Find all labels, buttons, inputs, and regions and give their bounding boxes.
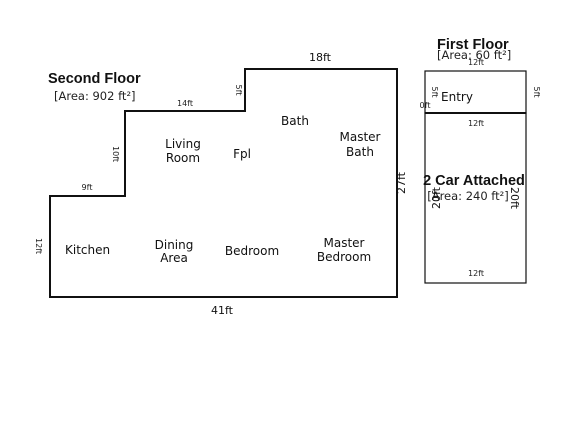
room-master-bath-line1: Master [340, 130, 381, 144]
dim-first-left-small: 5ft [430, 87, 439, 98]
dim-second-left: 12ft [34, 238, 43, 254]
dim-first-top: 12ft [468, 58, 484, 67]
garage-title: 2 Car Attached [423, 173, 525, 189]
room-master-bedroom-line1: Master [324, 236, 365, 250]
dim-garage-left: 20ft [430, 186, 443, 209]
room-dining-line1: Dining [155, 238, 194, 252]
dim-second-step-top: 14ft [177, 99, 193, 108]
dim-second-right: 27ft [395, 171, 408, 194]
dim-garage-right: 20ft [508, 187, 521, 210]
garage-area: [Area: 240 ft²] [427, 189, 509, 203]
first-floor-title: First Floor [437, 37, 509, 53]
second-floor-area: [Area: 902 ft²] [54, 89, 136, 103]
room-fireplace: Fpl [233, 147, 251, 161]
garage-outline [424, 112, 527, 284]
dim-second-top: 18ft [309, 51, 332, 64]
second-floor-title: Second Floor [48, 71, 141, 87]
dim-first-right: 5ft [532, 87, 541, 98]
dim-second-living-left: 10ft [111, 146, 120, 162]
dim-second-bottom: 41ft [211, 304, 234, 317]
room-bedroom: Bedroom [225, 244, 279, 258]
room-master-bedroom-line2: Bedroom [317, 250, 371, 264]
first-floor-area: [Area: 60 ft²] [437, 48, 511, 62]
dim-second-kitchen-top: 9ft [82, 183, 93, 192]
room-entry: Entry [441, 90, 473, 104]
dim-first-left-tiny: 0ft [420, 101, 431, 110]
dim-second-step-vertical: 5ft [234, 85, 243, 96]
dim-garage-bottom: 12ft [468, 269, 484, 278]
room-living-line1: Living [165, 137, 201, 151]
room-bath: Bath [281, 114, 309, 128]
dim-first-bottom: 12ft [468, 119, 484, 128]
room-master-bath-line2: Bath [346, 145, 374, 159]
room-living-line2: Room [166, 151, 200, 165]
room-dining-line2: Area [160, 251, 188, 265]
second-floor-outline [49, 68, 398, 298]
room-kitchen: Kitchen [65, 243, 110, 257]
